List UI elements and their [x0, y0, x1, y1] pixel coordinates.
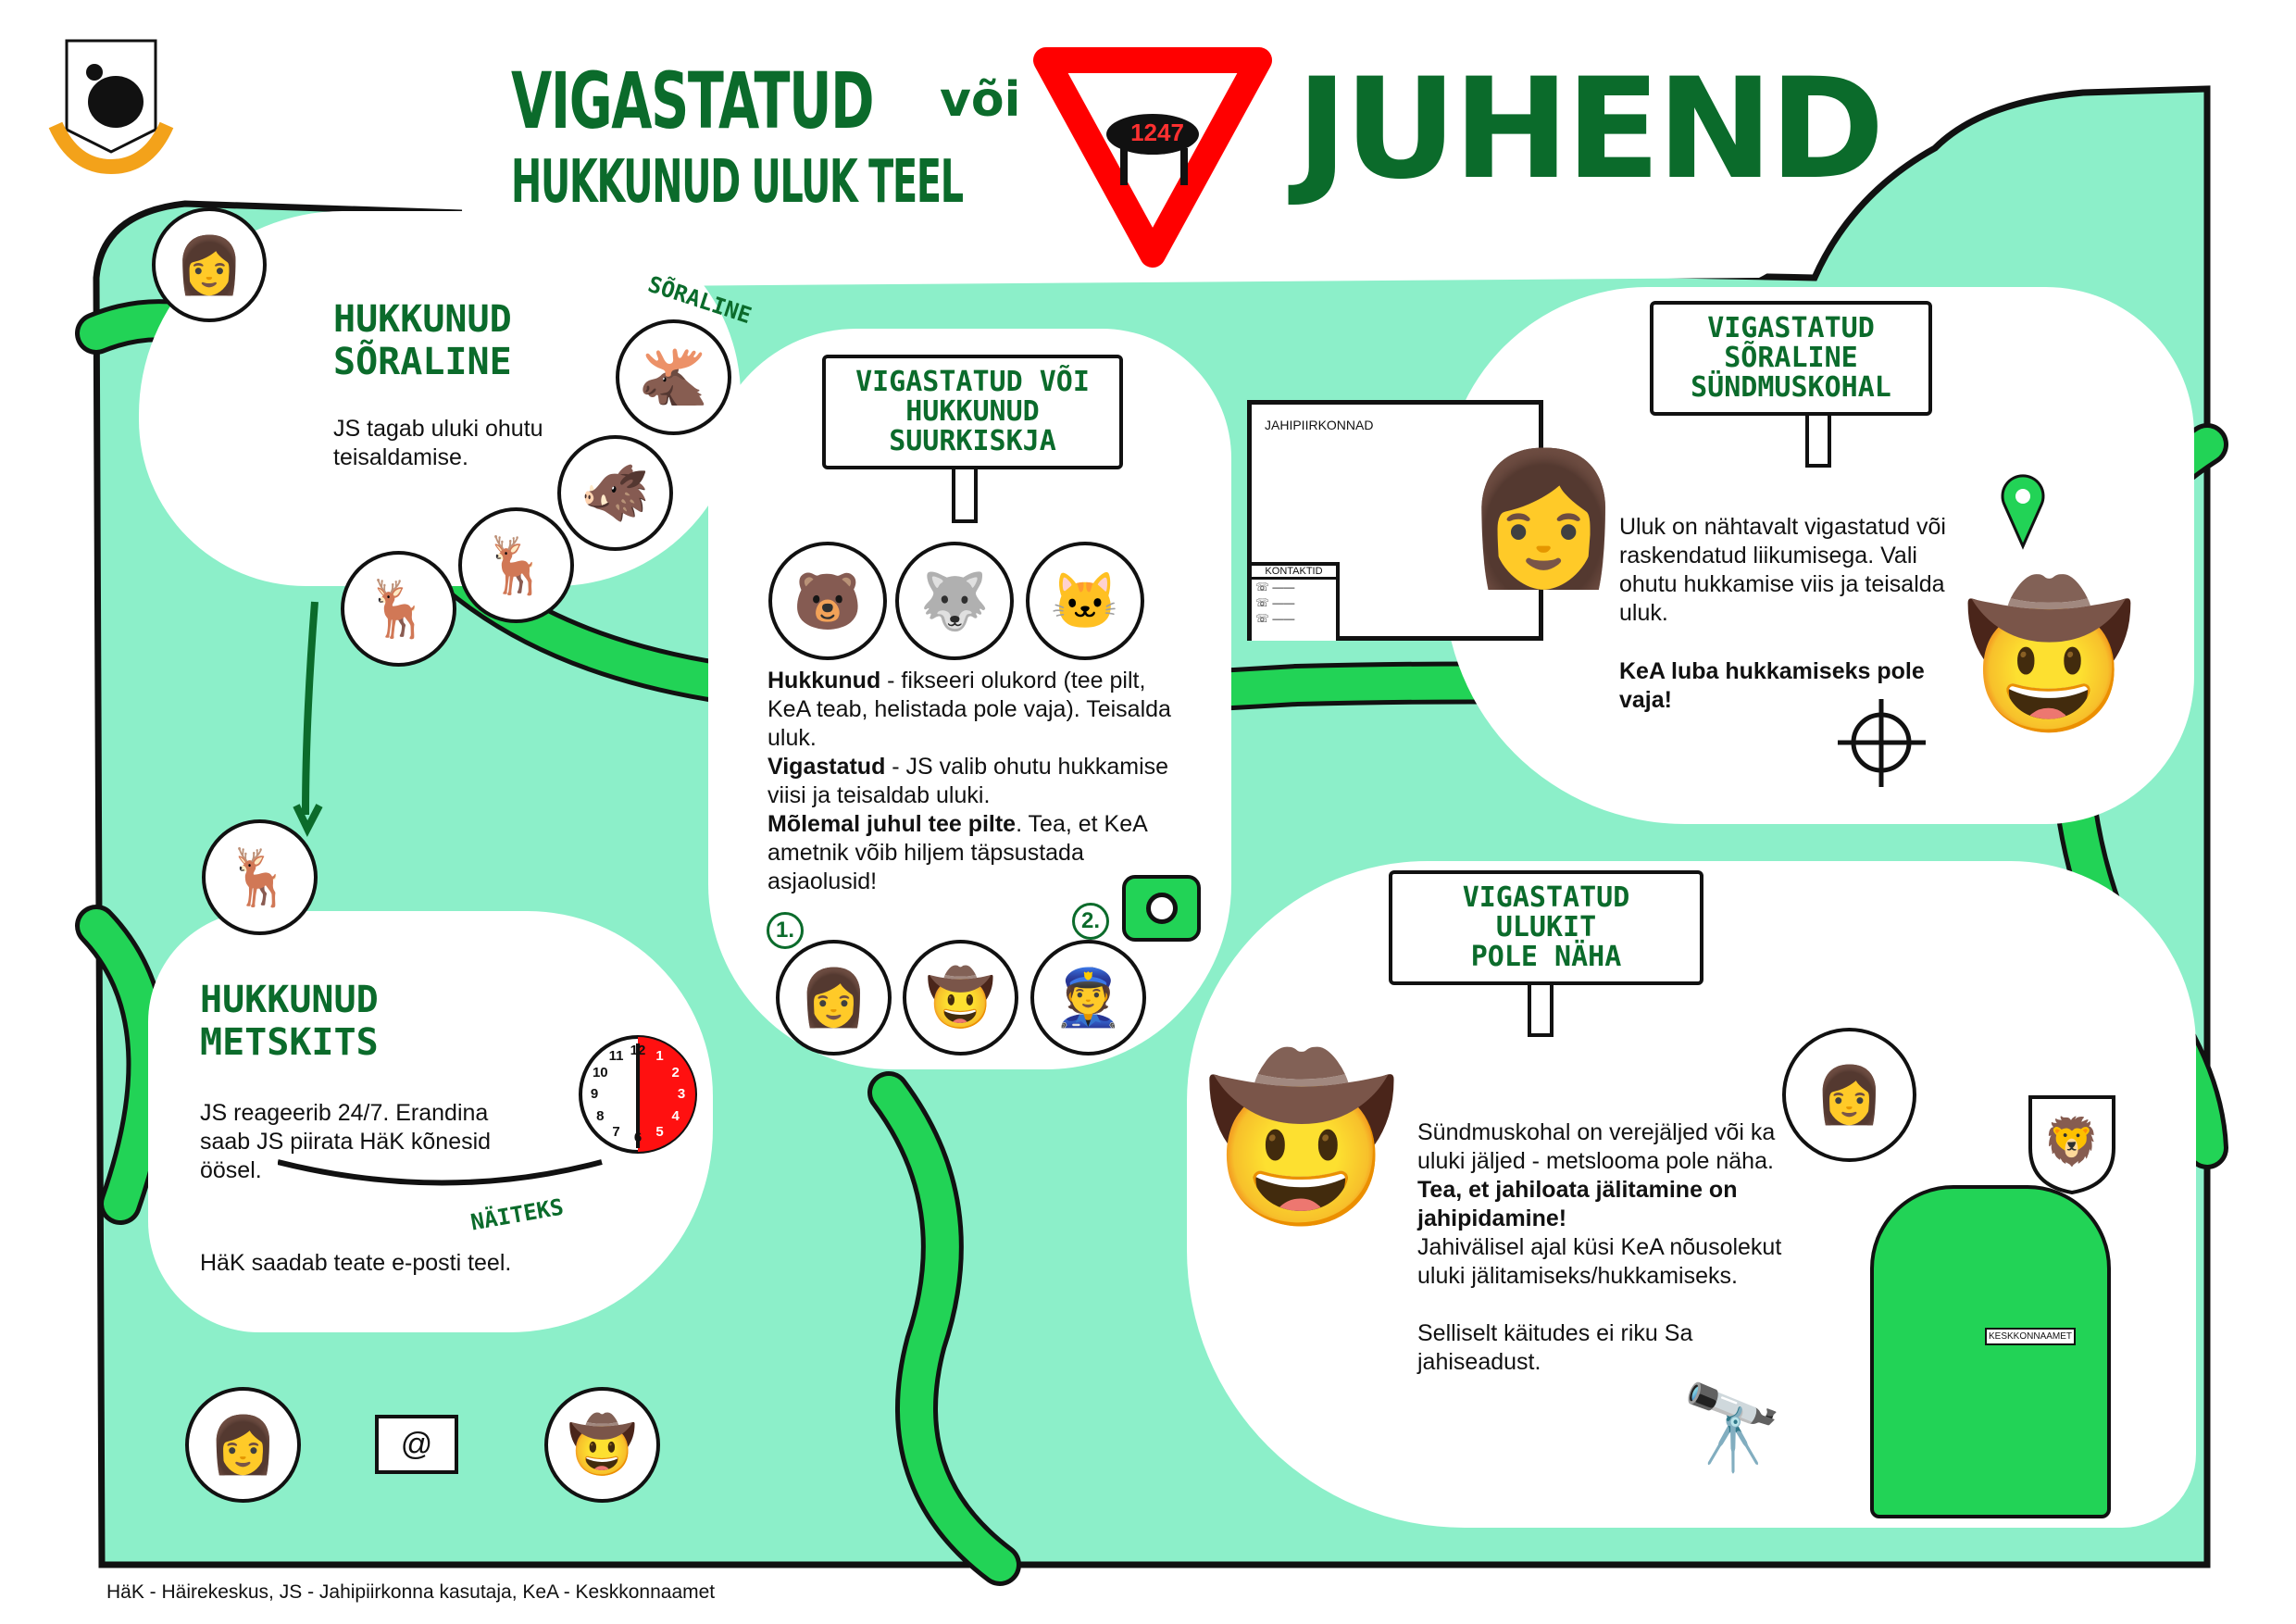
clock-number: 3	[677, 1086, 686, 1102]
clock-number: 5	[655, 1123, 664, 1140]
phone-number: 1247	[1130, 119, 1184, 146]
footer-legend: HäK - Häirekeskus, JS - Jahipiirkonna ka…	[106, 1581, 716, 1603]
panel-text: JS tagab uluki ohutu teisaldamise.	[333, 416, 543, 470]
operator-avatar: 👩	[1782, 1028, 1916, 1162]
clock-number: 12	[630, 1043, 646, 1058]
lynx-icon: 🐱	[1026, 542, 1144, 660]
arrow	[302, 601, 318, 816]
boar-icon: 🐗	[557, 435, 673, 551]
panel-text: JS reageerib 24/7. Erandina saab JS piir…	[200, 1100, 492, 1183]
panel-text: Uluk on nähtavalt vigastatud või raskend…	[1619, 514, 1946, 626]
svg-text:🦁: 🦁	[2043, 1115, 2101, 1168]
operator-illustration: 👩	[1463, 445, 1625, 591]
district-map: JAHIPIIRKONNAD KONTAKTID ☏ ——☏ ——☏ ——	[1247, 400, 1543, 641]
moose-warning-sign: 1247	[1032, 46, 1273, 269]
operator-avatar: 👩	[152, 207, 267, 322]
estonian-coat-of-arms-icon: 🦁	[2026, 1093, 2118, 1195]
binoculars-icon: 🔭	[1680, 1382, 1785, 1475]
panel-text: Hukkunud - fikseeri olukord (tee pilt, K…	[767, 668, 1171, 894]
logo	[46, 37, 185, 185]
panel-text: Sündmuskohal on verejäljed või ka uluki …	[1417, 1119, 1782, 1375]
wolf-icon: 🐺	[895, 542, 1014, 660]
hunter-avatar: 🤠	[544, 1387, 660, 1503]
moose-icon: 🫎	[616, 319, 731, 435]
email-text: HäK saadab teate e-posti teel.	[200, 1250, 512, 1276]
sign-post	[952, 463, 978, 523]
officer-illustration: KESKKONNAAMET	[1870, 1185, 2111, 1518]
officer-avatar: 👮	[1030, 940, 1146, 1056]
location-pin-icon	[2000, 472, 2046, 551]
step-2: 2.	[1072, 903, 1109, 940]
arrow	[278, 1159, 603, 1186]
clock-number: 8	[596, 1107, 605, 1124]
bear-icon: 🐻	[768, 542, 887, 660]
clock-number: 9	[590, 1086, 599, 1102]
hunter-avatar: 🤠	[903, 940, 1018, 1056]
clock-number: 2	[671, 1064, 680, 1081]
title-line2: HUKKUNUD ULUK TEEL	[511, 148, 964, 217]
contacts-box: KONTAKTID ☏ ——☏ ——☏ ——	[1252, 562, 1340, 641]
officer-badge: KESKKONNAAMET	[1985, 1328, 2077, 1345]
panel-bold-text: KeA luba hukkamiseks pole vaja!	[1619, 658, 1925, 713]
sign-post	[1805, 407, 1831, 468]
camera-icon	[1122, 875, 1201, 942]
clock-number: 1	[655, 1048, 664, 1065]
crosshair-icon	[1838, 699, 1926, 787]
moose-icon	[1106, 114, 1199, 155]
email-icon: @	[375, 1415, 458, 1474]
clock-number: 7	[612, 1123, 620, 1140]
title-voi: või	[940, 72, 1021, 128]
clock-number: 10	[592, 1064, 608, 1081]
roe-deer-icon: 🦌	[341, 551, 456, 667]
operator-avatar: 👩	[776, 940, 892, 1056]
hunter-illustration: 🤠	[1963, 577, 2136, 732]
step-1: 1.	[767, 912, 804, 949]
clock-number: 4	[671, 1107, 680, 1124]
deer-icon: 🦌	[458, 507, 574, 623]
roe-deer-icon: 🦌	[202, 819, 318, 935]
title-juhend: JUHEND	[1296, 49, 1885, 210]
map-title: JAHIPIIRKONNAD	[1265, 418, 1374, 432]
clock-number: 6	[633, 1130, 643, 1145]
clock-number: 11	[608, 1048, 624, 1065]
title-line1: VIGASTATUD	[511, 56, 875, 146]
operator-avatar: 👩	[185, 1387, 301, 1503]
hunter-illustration: 🤠	[1204, 1051, 1400, 1227]
